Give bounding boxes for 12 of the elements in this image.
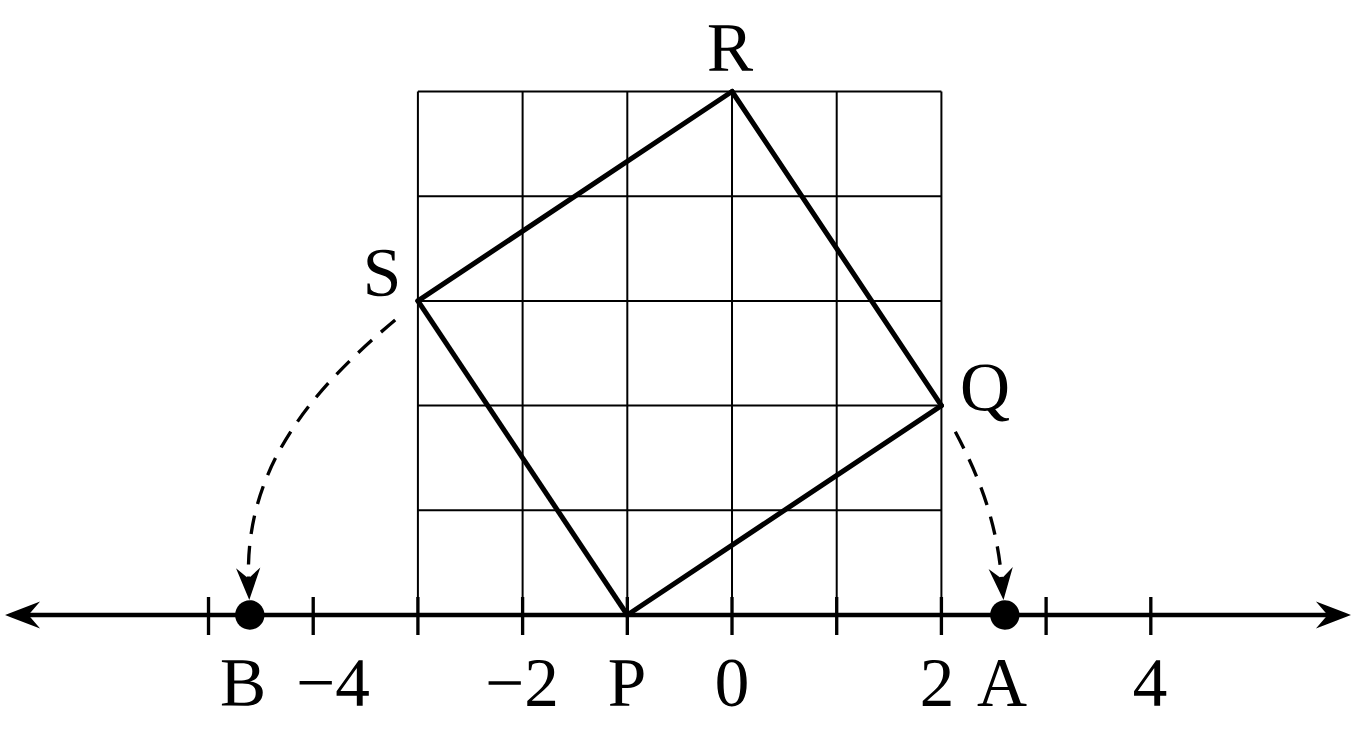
point-label: S: [367, 249, 397, 297]
point-label: Q: [962, 364, 1009, 422]
square-side: [415, 88, 735, 304]
tick-label: −4: [299, 660, 369, 706]
point-label: R: [708, 25, 754, 71]
tick-label: −2: [488, 660, 556, 706]
tick-label: 0: [717, 659, 747, 707]
point-label: P: [609, 660, 644, 706]
tick-label: 2: [922, 660, 951, 706]
tick-label: 4: [1134, 660, 1167, 706]
point-label: A: [977, 660, 1027, 706]
point-label: B: [221, 660, 263, 706]
